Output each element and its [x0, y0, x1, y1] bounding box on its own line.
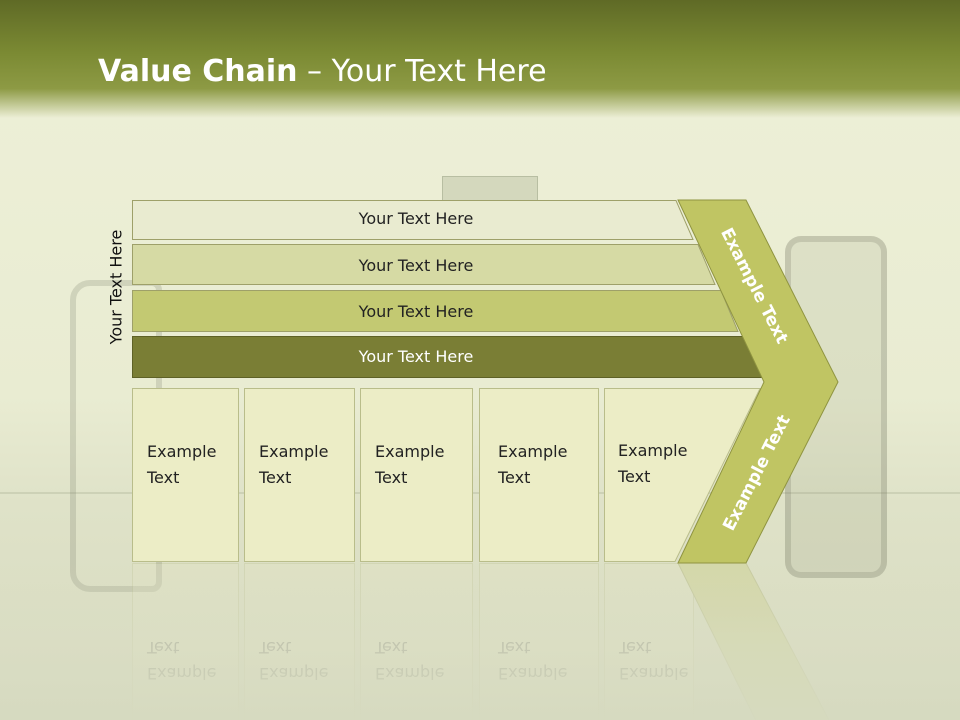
reflection-chevron: [677, 563, 839, 720]
title-rest: – Your Text Here: [297, 54, 547, 89]
support-row-3-shape: [132, 290, 739, 332]
activity-box-4-line2: Text: [498, 468, 531, 487]
support-row-2-shape: [132, 244, 716, 285]
support-row-3: Your Text Here: [132, 290, 739, 332]
activity-box-2-line1: Example: [259, 442, 329, 461]
activity-box-3-line1: Example: [375, 442, 445, 461]
support-row-2-label: Your Text Here: [358, 256, 474, 275]
activity-box-3-line2: Text: [375, 468, 408, 487]
activity-box-5-shape: [604, 388, 761, 562]
support-row-1-label: Your Text Here: [358, 209, 474, 228]
support-row-1-shape: [132, 200, 694, 240]
activity-box-2-line2: Text: [259, 468, 292, 487]
activity-box-4-line1: Example: [498, 442, 568, 461]
slide-title: Value Chain – Your Text Here: [98, 54, 547, 89]
activity-box-1-line1: Example: [147, 442, 217, 461]
support-row-2: Your Text Here: [132, 244, 716, 285]
support-row-1: Your Text Here: [132, 200, 694, 240]
support-row-3-label: Your Text Here: [358, 302, 474, 321]
activity-box-1-line2: Text: [147, 468, 180, 487]
support-row-4: Your Text Here: [132, 336, 763, 378]
title-bar: [0, 0, 960, 118]
support-row-4-label: Your Text Here: [358, 347, 474, 366]
title-bold: Value Chain: [98, 54, 298, 89]
activity-box-5-line2: Text: [618, 467, 651, 486]
activity-box-5-line1: Example: [618, 441, 688, 460]
